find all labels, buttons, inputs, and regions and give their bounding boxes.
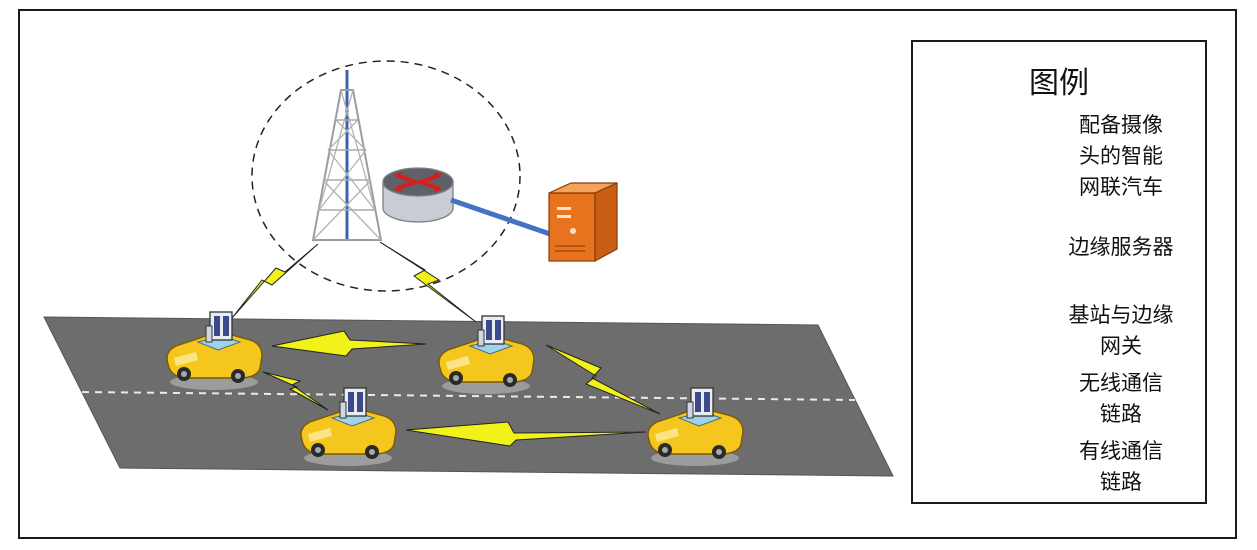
legend-label-wired: 有线通信 链路: [1079, 439, 1163, 494]
coverage-area-circle: [251, 60, 521, 292]
legend-label-base-station: 基站与边缘 网关: [1068, 303, 1174, 358]
legend-label-wireless: 无线通信 链路: [1079, 371, 1163, 426]
legend-label-edge-server: 边缘服务器: [1068, 235, 1174, 259]
road: [43, 316, 894, 477]
legend: 图例 配备摄像 头的智能 网联汽车 边缘服务器 基站与边缘 网关 无线通信 链路…: [911, 40, 1207, 504]
edge-server: [548, 182, 618, 262]
wireless-link-car3-car4: [405, 421, 647, 447]
wireless-link-tower-car1: [231, 243, 319, 319]
wireless-link-car1-car3: [262, 371, 329, 411]
base-station-tower: [311, 68, 383, 242]
wireless-link-car1-car2: [271, 330, 427, 357]
wireless-links: [231, 241, 661, 447]
legend-title: 图例: [1029, 66, 1089, 101]
wireless-link-tower-car2: [379, 241, 477, 323]
wireless-link-car2-car4: [545, 344, 661, 415]
edge-gateway-router: [381, 166, 455, 224]
wired-link: [450, 197, 554, 238]
diagram-frame: [18, 9, 1237, 539]
legend-label-vehicle: 配备摄像 头的智能 网联汽车: [1079, 113, 1163, 199]
